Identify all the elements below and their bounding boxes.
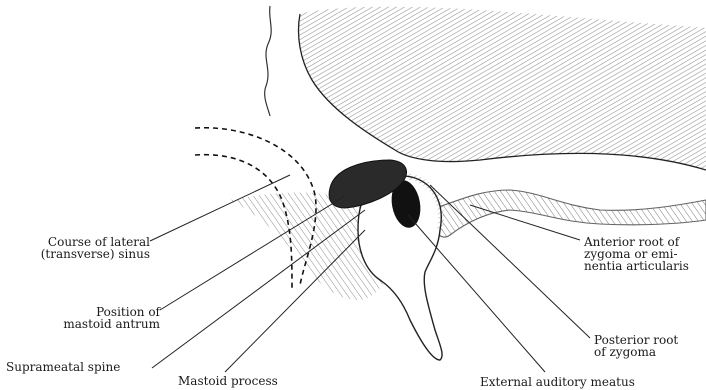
- label-posterior-root-line2: of zygoma: [594, 346, 678, 358]
- label-lateral-sinus-line2: (transverse) sinus: [0, 248, 150, 260]
- zygomatic-arch: [430, 190, 706, 237]
- label-auditory-meatus: External auditory meatus: [480, 376, 635, 388]
- label-mastoid-antrum-line2: mastoid antrum: [0, 318, 160, 330]
- label-suprameatal-spine: Suprameatal spine: [6, 361, 120, 373]
- label-mastoid-antrum: Position of mastoid antrum: [0, 306, 160, 330]
- label-posterior-root: Posterior root of zygoma: [594, 334, 678, 358]
- scalp-outline: [265, 6, 272, 116]
- label-anterior-root-line3: nentia articularis: [584, 260, 689, 272]
- label-mastoid-process: Mastoid process: [178, 375, 278, 387]
- label-anterior-root: Anterior root of zygoma or emi- nentia a…: [584, 236, 689, 272]
- temporal-squama: [299, 7, 706, 170]
- label-lateral-sinus: Course of lateral (transverse) sinus: [0, 236, 150, 260]
